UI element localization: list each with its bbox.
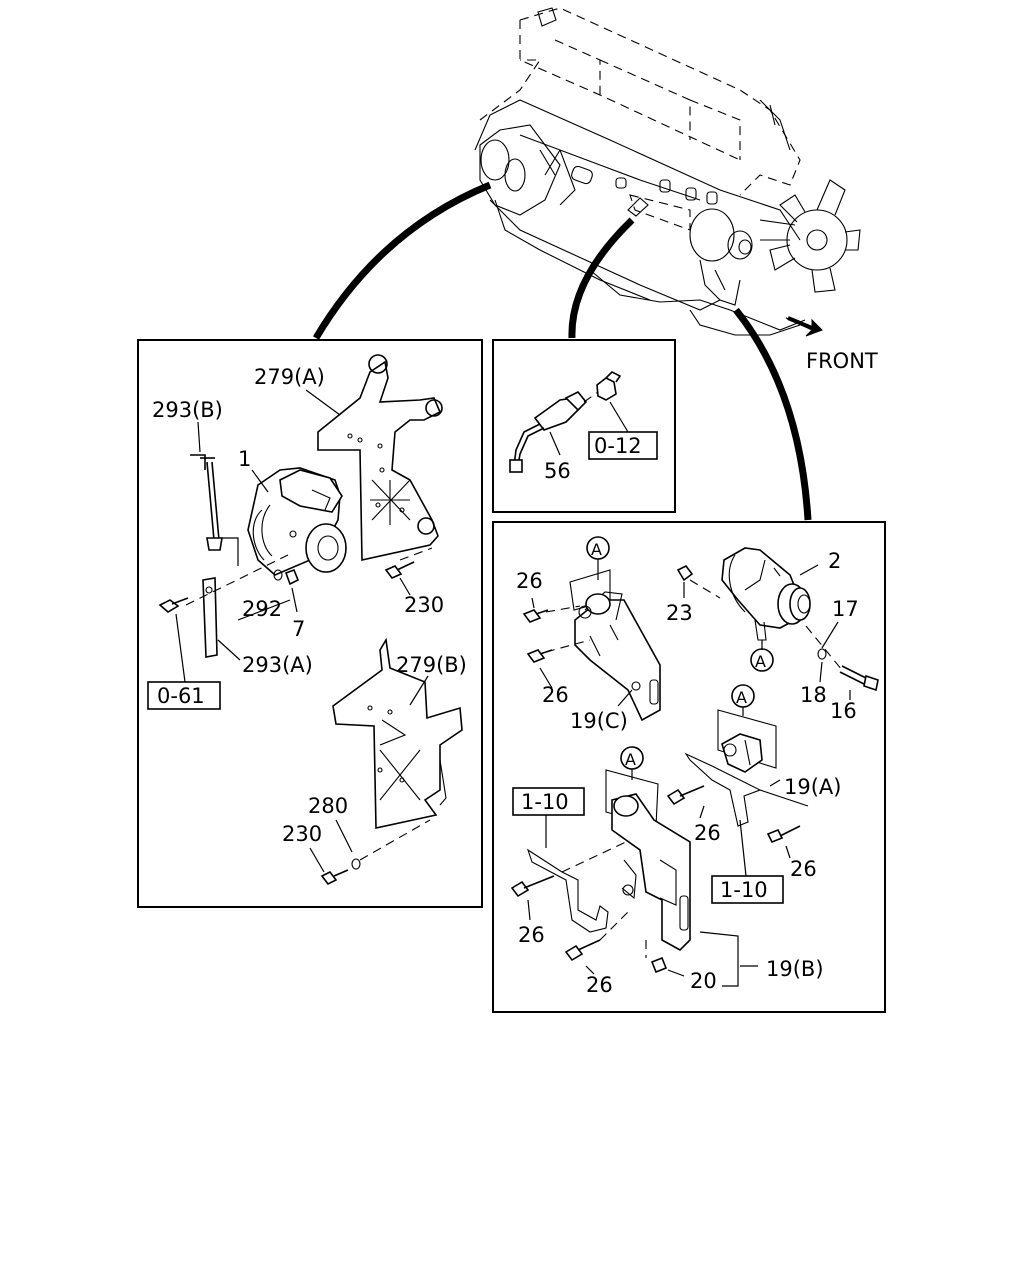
sensor-56-drawing <box>509 390 588 473</box>
label-26-d: 26 <box>790 857 817 881</box>
bolt-26-a-drawing <box>522 609 542 623</box>
cable-293a-drawing <box>202 577 218 658</box>
ref-box-0-61 <box>147 681 221 710</box>
label-16: 16 <box>830 699 857 723</box>
bracket-19a-drawing <box>721 733 763 773</box>
label-7: 7 <box>292 617 305 641</box>
label-56: 56 <box>544 459 571 483</box>
circle-a-markers <box>586 536 774 780</box>
bolt-16-drawing <box>839 665 879 692</box>
label-23: 23 <box>666 601 693 625</box>
label-26-f: 26 <box>586 973 613 997</box>
label-26-a: 26 <box>516 569 543 593</box>
bolt-26-d-drawing <box>766 828 784 844</box>
label-a1: A <box>591 540 602 559</box>
bolt-230-lower-drawing <box>320 869 349 886</box>
label-1-10-left: 1-10 <box>521 790 569 814</box>
label-280: 280 <box>308 794 348 818</box>
bolt-26-e-drawing <box>510 880 530 898</box>
ref-box-1-10-right <box>711 875 784 904</box>
engine-overview <box>474 7 861 337</box>
fitting-0-12-drawing <box>596 371 622 401</box>
ref-box-0-12 <box>588 431 658 460</box>
label-26-b: 26 <box>542 683 569 707</box>
label-19b: 19(B) <box>766 957 824 981</box>
front-label: FRONT <box>806 349 878 373</box>
bracket-279b-drawing <box>332 637 463 829</box>
label-1-10-right: 1-10 <box>720 878 768 902</box>
label-19c: 19(C) <box>570 709 628 733</box>
starter-motor-drawing <box>247 467 347 576</box>
spacer-20-drawing <box>650 956 668 974</box>
label-26-c: 26 <box>694 821 721 845</box>
label-18: 18 <box>800 683 827 707</box>
alternator-drawing <box>721 547 811 641</box>
bracket-19b-drawing <box>611 793 691 951</box>
bolt-26-b-drawing <box>526 649 546 663</box>
washer-280-drawing <box>351 858 361 870</box>
washer-292-drawing <box>273 569 283 581</box>
label-17: 17 <box>832 597 859 621</box>
bolt-0-61-drawing <box>158 597 189 613</box>
bolt-26-f-drawing <box>564 944 584 962</box>
bolt-230-upper-drawing <box>384 561 415 579</box>
label-20: 20 <box>690 969 717 993</box>
label-279a: 279(A) <box>254 365 325 389</box>
washer-18-drawing <box>817 648 827 660</box>
label-230-upper: 230 <box>404 593 444 617</box>
cable-293b-drawing <box>190 454 223 551</box>
ref-box-1-10-left <box>512 787 585 816</box>
label-0-12: 0-12 <box>594 434 642 458</box>
alternator-panel <box>492 521 886 1013</box>
label-293a: 293(A) <box>242 653 313 677</box>
label-292: 292 <box>242 597 282 621</box>
bracket-19c-drawing <box>574 591 661 722</box>
nut-23-drawing <box>676 564 694 582</box>
starter-panel <box>137 339 483 908</box>
label-279b: 279(B) <box>396 653 467 677</box>
label-a4: A <box>625 750 636 769</box>
sensor-panel <box>492 339 676 513</box>
nut-7-drawing <box>284 568 300 586</box>
label-0-61: 0-61 <box>157 684 205 708</box>
label-19a: 19(A) <box>784 775 841 799</box>
bracket-279a-drawing <box>317 354 443 561</box>
label-a2: A <box>755 652 766 671</box>
label-2: 2 <box>828 549 841 573</box>
label-a3: A <box>736 688 747 707</box>
label-26-e: 26 <box>518 923 545 947</box>
label-293b: 293(B) <box>152 398 223 422</box>
bolt-26-c-drawing <box>666 788 686 806</box>
label-1: 1 <box>238 447 251 471</box>
label-230-lower: 230 <box>282 822 322 846</box>
